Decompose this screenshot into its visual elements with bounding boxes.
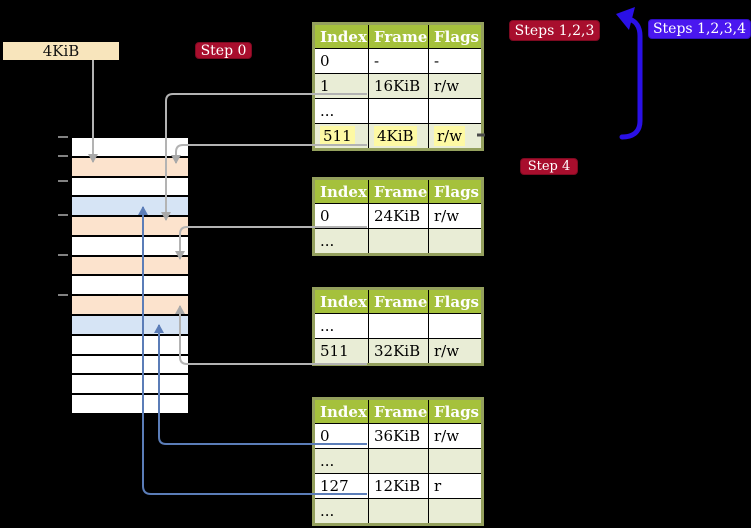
table-row: ... xyxy=(313,313,483,339)
memory-row xyxy=(72,335,188,356)
memory-row xyxy=(72,157,188,178)
table-header-row: Index Frame Flags xyxy=(313,288,483,314)
table-row: 511 32KiB r/w xyxy=(313,338,483,365)
address-tick xyxy=(58,155,68,157)
memory-row xyxy=(72,375,188,396)
loop-arrow xyxy=(619,16,643,140)
table-header-row: Index Frame Flags xyxy=(313,23,483,49)
table-header-row: Index Frame Flags xyxy=(313,178,483,204)
frame-address-label: 4KiB xyxy=(3,42,119,60)
step4-badge: Step 4 xyxy=(520,158,578,175)
table-row-highlighted: 511 4KiB r/w xyxy=(313,123,483,150)
page-table-second: Index Frame Flags 0 24KiB r/w ... xyxy=(312,177,484,256)
address-tick xyxy=(58,294,68,296)
col-header-frame: Frame xyxy=(368,288,429,314)
table-row: 0 - - xyxy=(313,48,483,74)
table-row: ... xyxy=(313,228,483,255)
address-tick xyxy=(58,254,68,256)
page-table-third: Index Frame Flags ... 511 32KiB r/w xyxy=(312,287,484,366)
col-header-frame: Frame xyxy=(368,23,429,49)
memory-row xyxy=(72,296,188,317)
table-row: 0 36KiB r/w xyxy=(313,423,483,449)
highlight: 4KiB xyxy=(374,126,417,146)
highlight: 511 xyxy=(320,126,355,146)
memory-row xyxy=(72,395,188,413)
table-row: 127 12KiB r xyxy=(313,473,483,499)
memory-row xyxy=(72,177,188,198)
highlight: r/w xyxy=(434,126,466,146)
address-tick xyxy=(58,214,68,216)
table-row: 1 16KiB r/w xyxy=(313,73,483,99)
memory-row xyxy=(72,276,188,297)
page-table-top: Index Frame Flags 0 - - 1 16KiB r/w ... … xyxy=(312,22,484,151)
memory-row xyxy=(72,355,188,376)
memory-row xyxy=(72,217,188,237)
col-header-flags: Flags xyxy=(428,288,483,314)
col-header-index: Index xyxy=(313,23,369,49)
table-row: ... xyxy=(313,98,483,124)
memory-row xyxy=(72,236,188,257)
col-header-flags: Flags xyxy=(428,23,483,49)
steps123-badge: Steps 1,2,3 xyxy=(509,20,600,41)
page-table-bottom: Index Frame Flags 0 36KiB r/w ... 127 12… xyxy=(312,397,484,526)
loop-arrow-head xyxy=(616,7,635,30)
address-tick xyxy=(58,136,68,138)
table-row: ... xyxy=(313,498,483,525)
memory-row xyxy=(72,138,188,158)
col-header-flags: Flags xyxy=(428,178,483,204)
table-header-row: Index Frame Flags xyxy=(313,398,483,424)
steps1234-badge: Steps 1,2,3,4 xyxy=(648,19,751,39)
col-header-flags: Flags xyxy=(428,398,483,424)
memory-row xyxy=(72,316,188,336)
memory-row xyxy=(72,197,188,218)
step0-badge: Step 0 xyxy=(195,42,252,59)
memory-row xyxy=(72,256,188,277)
col-header-index: Index xyxy=(313,288,369,314)
col-header-index: Index xyxy=(313,178,369,204)
col-header-frame: Frame xyxy=(368,178,429,204)
col-header-frame: Frame xyxy=(368,398,429,424)
col-header-index: Index xyxy=(313,398,369,424)
address-tick xyxy=(58,180,68,182)
table-row: 0 24KiB r/w xyxy=(313,203,483,229)
physical-memory-strip xyxy=(70,136,190,415)
table-row: ... xyxy=(313,448,483,474)
